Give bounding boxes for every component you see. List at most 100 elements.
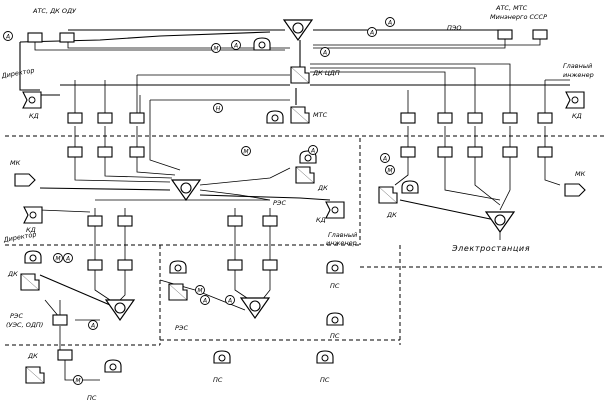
- console-mts: [290, 106, 310, 124]
- block-bottom-left: [57, 349, 73, 361]
- marker-a-label: А: [227, 298, 232, 305]
- marker-a-label: А: [202, 298, 207, 305]
- marker-a-icon: А: [308, 145, 318, 155]
- console-dk-plant: [378, 186, 398, 204]
- circle-markers: А А А А А А А А А А А М М М М М М Н: [3, 17, 395, 385]
- label-kd-mid-left: КД: [26, 226, 36, 234]
- phone-icon: [253, 37, 271, 51]
- label-kd-top-left: КД: [29, 112, 39, 120]
- block-res-row: [117, 215, 133, 227]
- block-top-row: [502, 112, 518, 124]
- label-director-top: Директор: [0, 66, 35, 80]
- marker-m-icon: М: [241, 146, 251, 156]
- marker-a-label: А: [369, 30, 374, 37]
- wires: [19, 29, 570, 381]
- marker-m-icon: М: [53, 253, 63, 263]
- phones: [24, 37, 419, 373]
- phone-icon: [169, 260, 187, 274]
- marker-a-icon: А: [88, 320, 98, 330]
- label-power-plant: Электростанция: [451, 244, 530, 253]
- block-top-row: [437, 112, 453, 124]
- marker-a-label: А: [387, 20, 392, 27]
- marker-a-icon: А: [385, 17, 395, 27]
- block-top-row: [129, 112, 145, 124]
- marker-a-label: А: [310, 148, 315, 155]
- console-dk-tsdp: [290, 66, 310, 84]
- marker-a-label: А: [90, 323, 95, 330]
- block-res-ues: [52, 314, 68, 326]
- label-mk-left: МК: [10, 159, 21, 167]
- marker-m-label: М: [55, 256, 61, 263]
- text-labels: АТС, ДК ОДУ АТС, МТС Минэнерго СССР ПЭО …: [0, 4, 594, 402]
- block-top-row: [537, 112, 553, 124]
- label-dk-tsdp: ДК ЦДП: [312, 69, 340, 77]
- console-res-lower: [168, 283, 188, 301]
- marker-m-label: М: [197, 288, 203, 295]
- block-ats-2: [59, 32, 75, 43]
- section-dividers: [5, 135, 605, 346]
- marker-n-icon: Н: [213, 103, 223, 113]
- marker-a-icon: А: [3, 31, 13, 41]
- block-top-row: [400, 112, 416, 124]
- switch-blocks: [27, 29, 553, 361]
- block-res-row: [227, 215, 243, 227]
- block-second-row: [129, 146, 145, 158]
- label-res-lower-center: РЭС: [175, 324, 188, 332]
- kd-top-right-icon: [565, 91, 585, 109]
- block-top-row: [67, 112, 83, 124]
- block-second-row: [467, 146, 483, 158]
- block-minenergo-1: [497, 29, 513, 40]
- marker-m-icon: М: [73, 375, 83, 385]
- block-second-row: [67, 146, 83, 158]
- label-ps-bottom-right: ПС: [320, 376, 330, 384]
- marker-m-icon: М: [195, 285, 205, 295]
- marker-a-icon: А: [367, 27, 377, 37]
- block-lower-row: [227, 259, 243, 271]
- switching-center-lower-left: [105, 299, 135, 321]
- marker-a-label: А: [5, 34, 10, 41]
- label-ps-right-1: ПС: [330, 282, 340, 290]
- kd-mid-left-icon: [23, 206, 43, 224]
- console-dk-middle: [295, 166, 315, 184]
- label-res-lower-1: РЭС: [10, 312, 23, 320]
- block-second-row: [537, 146, 553, 158]
- marker-a-label: А: [65, 256, 70, 263]
- label-dk-lower-left: ДК: [7, 270, 18, 278]
- block-res-row: [87, 215, 103, 227]
- mk-plant-icon: [564, 183, 586, 197]
- marker-a-icon: А: [200, 295, 210, 305]
- label-chief-eng-mid-2: инженер: [326, 239, 357, 247]
- ps-phone-icon: [326, 260, 344, 274]
- marker-a-icon: А: [380, 153, 390, 163]
- ps-phone-icon: [326, 312, 344, 326]
- marker-m-label: М: [387, 168, 393, 175]
- console-dk-bottom-left: [25, 366, 45, 384]
- switching-center-plant: [485, 211, 515, 233]
- block-top-row: [467, 112, 483, 124]
- block-lower-row: [117, 259, 133, 271]
- marker-m-label: М: [75, 378, 81, 385]
- block-second-row: [400, 146, 416, 158]
- phone-icon: [104, 359, 122, 373]
- label-peo-top: ПЭО: [447, 24, 462, 32]
- kd-top-left-icon: [22, 91, 42, 109]
- label-chief-eng-mid-1: Главный: [328, 231, 357, 239]
- label-chief-eng-top-2: инженер: [563, 71, 594, 79]
- label-res-lower-2: (УЭС, ОДП): [6, 321, 43, 329]
- console-dk-lower-left: [20, 273, 40, 291]
- marker-n-label: Н: [216, 106, 221, 113]
- label-dk-plant: ДК: [386, 211, 397, 219]
- switching-center-top: [283, 19, 313, 41]
- ps-phone-icon: [213, 350, 231, 364]
- label-ps-bottom-center: ПС: [213, 376, 223, 384]
- block-ats-1: [27, 32, 43, 43]
- block-top-row: [97, 112, 113, 124]
- label-chief-eng-top-1: Главный: [563, 62, 592, 70]
- label-kd-middle: КД: [316, 216, 326, 224]
- block-lower-row: [262, 259, 278, 271]
- block-lower-row: [87, 259, 103, 271]
- marker-a-label: А: [322, 50, 327, 57]
- marker-m-icon: М: [385, 165, 395, 175]
- label-mk-plant: МК: [575, 170, 586, 178]
